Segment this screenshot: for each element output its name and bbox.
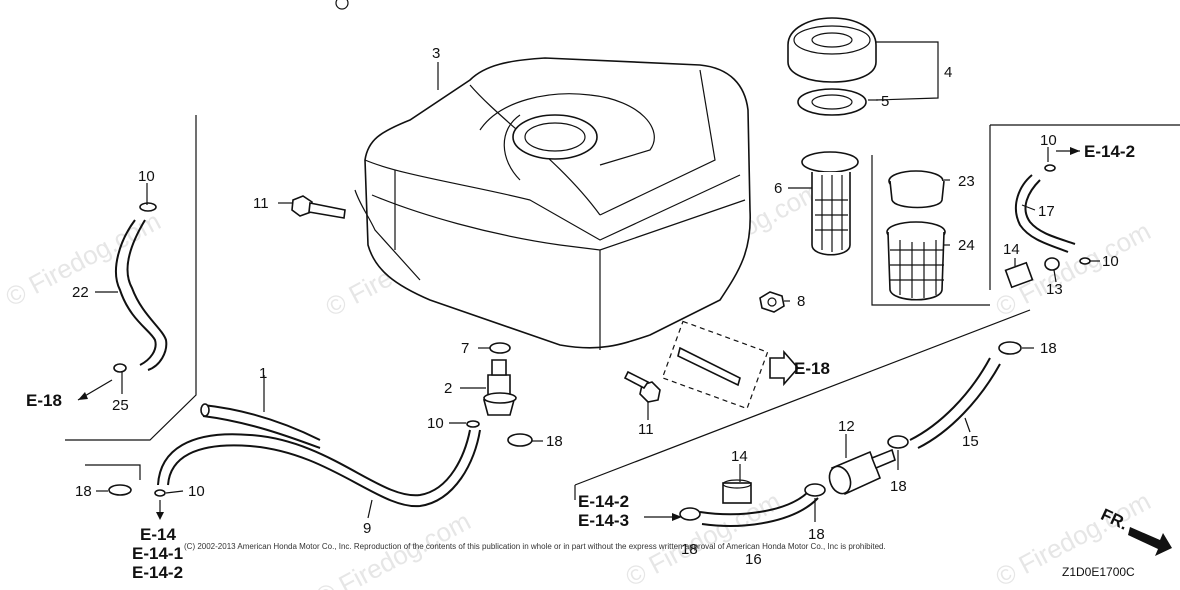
fuel-valve-part (482, 342, 517, 416)
strainer-screen-part (886, 221, 946, 301)
callout-17: 17 (1038, 203, 1055, 220)
arrow-icon (672, 513, 682, 521)
callout-2: 2 (444, 380, 452, 397)
vent-hose-part (1014, 174, 1076, 253)
callout-11: 11 (253, 195, 269, 212)
callout-18: 18 (890, 478, 907, 495)
reference-box (661, 320, 769, 410)
fuel-hose-part (909, 357, 1001, 449)
ref-e14-1: E-14-1 (132, 544, 183, 563)
ref-e14-2-middle: E-14-2 (578, 492, 629, 511)
callout-labels: 3 4 5 6 23 24 8 11 11 7 2 10 1 9 10 22 2… (72, 45, 1119, 568)
copyright-symbol-icon (335, 0, 349, 10)
callout-10: 10 (138, 168, 155, 185)
bolt-part (623, 370, 661, 403)
arrow-icon (78, 392, 88, 400)
copyright-notice: (C) 2002-2013 American Honda Motor Co., … (184, 542, 886, 551)
callout-10: 10 (1102, 253, 1119, 270)
bolt-part (291, 195, 346, 219)
grouping-lines (65, 115, 1180, 500)
callout-4: 4 (944, 64, 952, 81)
callout-18: 18 (681, 541, 698, 558)
ref-e18-left: E-18 (26, 391, 62, 410)
fitting-part (722, 479, 752, 504)
fuel-hose-part (699, 489, 819, 527)
callout-3: 3 (432, 45, 440, 62)
callout-24: 24 (958, 237, 975, 254)
callout-11: 11 (638, 421, 654, 438)
reference-labels: E-18 E-18 E-14-2 E-14 E-14-1 E-14-2 E-14… (26, 142, 1135, 582)
diagram-code: Z1D0E1700C (1062, 565, 1135, 579)
ref-e14: E-14 (140, 525, 176, 544)
callout-16: 16 (745, 551, 762, 568)
callout-15: 15 (962, 433, 979, 450)
watermark: © Firedog.com (620, 486, 785, 590)
callout-10: 10 (188, 483, 205, 500)
callout-18: 18 (75, 483, 92, 500)
callout-7: 7 (461, 340, 469, 357)
ref-e14-3: E-14-3 (578, 511, 629, 530)
callout-18: 18 (546, 433, 563, 450)
callout-22: 22 (72, 284, 89, 301)
ref-e14-2-bottom: E-14-2 (132, 563, 183, 582)
callout-5: 5 (881, 93, 889, 110)
cap-gasket-part (797, 88, 867, 116)
reference-arrow-icon (769, 349, 800, 387)
callout-9: 9 (363, 520, 371, 537)
fuel-tank-part (354, 57, 751, 350)
ref-e14-2-top: E-14-2 (1084, 142, 1135, 161)
fuel-hose-part (200, 403, 321, 449)
callout-10: 10 (427, 415, 444, 432)
fuel-hose-part (157, 429, 481, 508)
callout-8: 8 (797, 293, 805, 310)
callout-23: 23 (958, 173, 975, 190)
callout-14: 14 (1003, 241, 1020, 258)
fuel-filter-part (828, 448, 896, 496)
callout-13: 13 (1046, 281, 1063, 298)
callout-25: 25 (112, 397, 129, 414)
ref-e18-right: E-18 (794, 359, 830, 378)
callout-6: 6 (774, 180, 782, 197)
fitting-part (1004, 257, 1060, 289)
arrow-icon (156, 512, 164, 520)
callout-10: 10 (1040, 132, 1057, 149)
callout-14: 14 (731, 448, 748, 465)
callout-1: 1 (259, 365, 267, 382)
clip-part (108, 341, 1022, 521)
clamp-part (113, 164, 1091, 497)
fuel-strainer-part (801, 151, 859, 256)
fuel-cap-part (787, 17, 877, 83)
drain-hose-part (115, 202, 168, 371)
arrow-icon (1070, 147, 1080, 155)
callout-18: 18 (808, 526, 825, 543)
strainer-top-part (888, 170, 945, 209)
callout-18: 18 (1040, 340, 1057, 357)
callout-12: 12 (838, 418, 855, 435)
nut-part (759, 291, 785, 313)
